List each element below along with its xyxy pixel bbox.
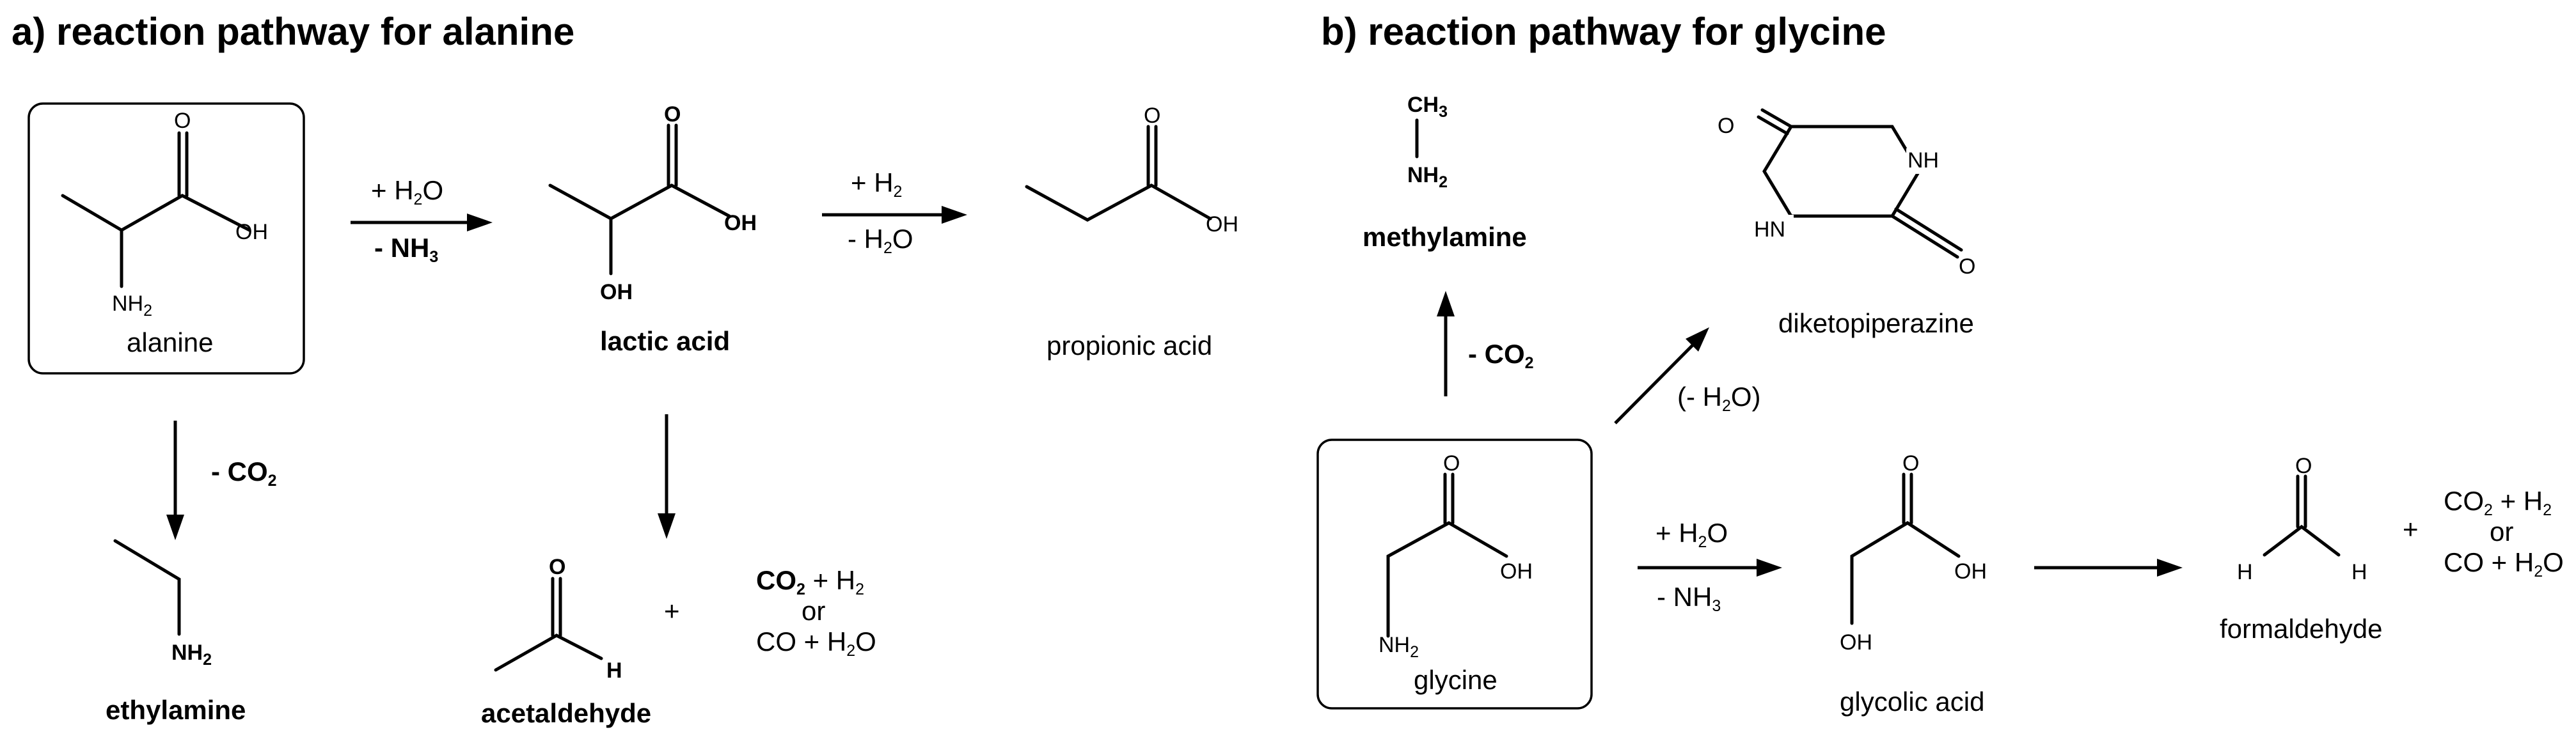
plus-sign-a: + [664,596,680,626]
dkp-ring [1762,125,1921,218]
arrowhead-glycolic-to-formaldehyde [2157,559,2183,577]
glycine-box [1316,439,1593,710]
acetaldehyde-o: O [549,555,565,579]
cond-minus-nh3: - NH3 [374,233,438,266]
propionic-acid-structure: O OH [1025,104,1238,237]
methylamine-nh2: NH2 [1407,163,1448,191]
glycine-hydroxyl: OH [1500,559,1533,584]
glycolic-acid-hydroxyl: OH [1954,559,1987,584]
cond-minus-nh3-b: - NH3 [1657,582,1721,615]
dkp-o-bottom: O [1959,254,1975,279]
label-propionic-acid: propionic acid [1047,331,1212,361]
dkp-nh-mask [1906,148,1947,174]
title-alanine-pathway: a) reaction pathway for alanine [12,10,574,53]
byproduct-or-b: or [2490,517,2513,547]
title-glycine-pathway: b) reaction pathway for glycine [1321,10,1886,53]
ethylamine-amine: NH2 [171,641,212,669]
cond-plus-h2o-b: + H2O [1655,518,1728,551]
alanine-carbonyl-o: O [174,109,191,133]
propionic-hydroxyl: OH [1206,212,1238,237]
lactic-alcohol: OH [600,280,633,304]
label-diketopiperazine: diketopiperazine [1778,308,1974,338]
label-alanine: alanine [127,327,213,357]
diketopiperazine-structure: O NH HN O [1718,108,1975,279]
label-ethylamine: ethylamine [106,695,246,725]
glycine-amine: NH2 [1379,633,1419,661]
byproduct-co-h2o-b: CO + H2O [2444,547,2564,580]
lactic-acid-structure: O OH OH [548,102,757,304]
glycolic-acid-structure: O OH OH [1840,451,1987,655]
glycine-carbonyl-o: O [1443,451,1460,476]
cond-plus-h2: + H2 [851,167,902,201]
label-lactic-acid: lactic acid [600,326,730,356]
arrowhead-lactic-to-acetaldehyde [658,513,676,539]
glycolic-alcohol: OH [1840,630,1872,655]
alanine-box [28,102,305,375]
byproduct-co-h2o-a: CO + H2O [756,626,876,660]
methylamine-ch3: CH3 [1407,93,1448,121]
ethylamine-structure: NH2 [113,539,212,669]
dkp-hn: HN [1754,217,1785,242]
cond-minus-co2-a: - CO2 [211,456,277,490]
arrowhead-gly-to-glycolic [1757,559,1782,577]
lactic-carbonyl-o: O [664,102,681,127]
lactic-acid-hydroxyl: OH [724,211,757,235]
cond-minus-h2o: - H2O [848,224,913,257]
arrowhead-gly-to-dkp [1686,327,1709,352]
arrow-gly-to-dkp [1614,343,1695,424]
dkp-o-top: O [1718,114,1734,138]
alanine-amine: NH2 [112,292,152,320]
arrowhead-ala-to-lactic [467,214,493,231]
label-glycolic-acid: glycolic acid [1840,687,1984,717]
byproduct-or-a: or [802,596,825,626]
label-glycine: glycine [1414,665,1497,695]
byproduct-co2-h2-a: CO2 + H2 [756,565,864,598]
formaldehyde-h-left: H [2237,560,2253,584]
propionic-carbonyl-o: O [1144,104,1160,128]
dkp-hn-mask [1753,215,1794,240]
plus-sign-b: + [2403,514,2419,544]
dkp-nh: NH [1908,148,1939,173]
arrowhead-lactic-to-propionic [942,206,967,224]
label-methylamine: methylamine [1363,222,1527,252]
acetaldehyde-h: H [606,658,622,683]
formaldehyde-o: O [2295,454,2312,478]
formaldehyde-structure: O H H [2237,454,2367,584]
cond-minus-co2-b: - CO2 [1468,339,1534,372]
formaldehyde-h-right: H [2351,560,2367,584]
acetaldehyde-structure: O H [494,555,622,683]
label-acetaldehyde: acetaldehyde [481,698,651,728]
methylamine-structure: CH3 NH2 [1407,93,1448,191]
arrowhead-ala-to-ethylamine [166,515,184,540]
label-formaldehyde: formaldehyde [2220,614,2382,644]
byproduct-co2-h2-b: CO2 + H2 [2444,486,2552,519]
cond-plus-h2o: + H2O [371,175,443,208]
cond-paren-minus-h2o: (- H2O) [1677,382,1761,415]
glycolic-carbonyl-o: O [1902,451,1919,476]
alanine-structure: O OH NH2 [61,109,268,320]
glycine-structure: O OH NH2 [1379,451,1533,661]
alanine-hydroxyl: OH [235,220,268,244]
arrowhead-gly-to-methylamine [1437,291,1455,316]
